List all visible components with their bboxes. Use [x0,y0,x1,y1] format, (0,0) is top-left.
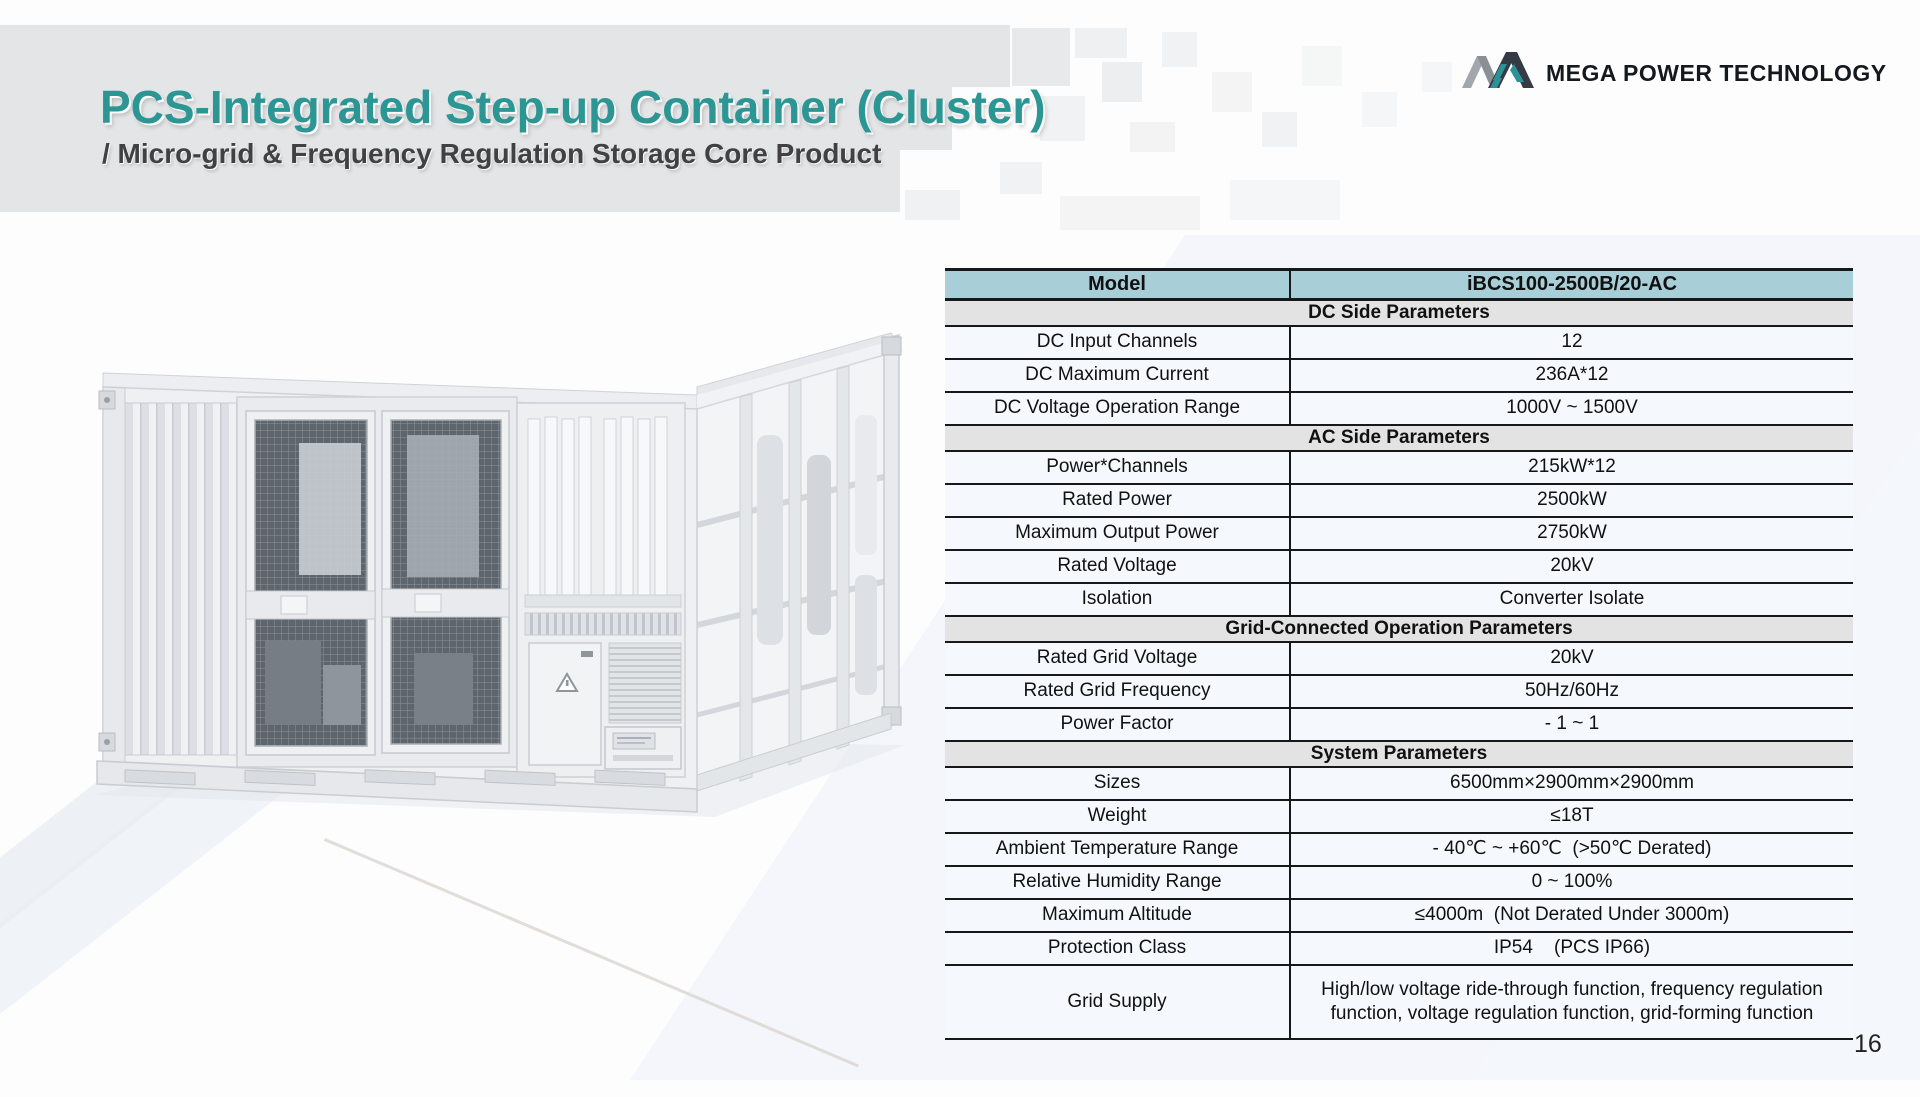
page-subtitle: / Micro-grid & Frequency Regulation Stor… [102,138,882,169]
brand-logo: MEGA POWER TECHNOLOGY [1462,50,1887,97]
table-row: Isolation Converter Isolate [945,581,1853,617]
pixel-square [1102,62,1142,102]
pixel-square [1230,180,1340,220]
pixel-square [1130,122,1175,152]
background-title-band [0,25,1010,212]
pixel-square [1040,96,1085,141]
pixel-square [1000,162,1042,194]
pixel-square [1060,196,1200,230]
page-title: PCS-Integrated Step-up Container (Cluste… [100,81,1046,133]
spec-table: Model iBCS100-2500B/20-AC DC Side Parame… [945,268,1853,1040]
brand-name: MEGA POWER TECHNOLOGY [1546,60,1887,86]
table-row: Maximum Output Power 2750kW [945,515,1853,551]
pixel-square [1362,92,1397,127]
section-ac: AC Side Parameters [945,423,1853,452]
table-row: Sizes 6500mm×2900mm×2900mm [945,765,1853,801]
section-grid: Grid-Connected Operation Parameters [945,614,1853,643]
pixel-square [1075,28,1127,58]
model-label: Model [945,268,1291,301]
table-row: Rated Grid Frequency 50Hz/60Hz [945,673,1853,709]
model-value: iBCS100-2500B/20-AC [1290,268,1853,301]
pixel-square [905,190,960,220]
pixel-square [1012,28,1070,86]
page-number: 16 [1854,1030,1882,1058]
table-row: Weight ≤18T [945,798,1853,834]
mountain-icon [1462,50,1536,97]
table-row: Power*Channels 215kW*12 [945,449,1853,485]
table-row: DC Input Channels 12 [945,324,1853,360]
table-row: Rated Grid Voltage 20kV [945,640,1853,676]
table-row: DC Maximum Current 236A*12 [945,357,1853,393]
pixel-square [1162,32,1197,67]
table-row: Rated Voltage 20kV [945,548,1853,584]
table-row: Maximum Altitude ≤4000m (Not Derated Und… [945,897,1853,933]
pixel-square [1262,112,1297,147]
table-row: Ambient Temperature Range - 40℃ ~ +60℃ (… [945,831,1853,867]
section-system: System Parameters [945,739,1853,768]
table-row-grid-supply: Grid Supply High/low voltage ride-throug… [945,963,1853,1040]
pixel-square [1302,46,1342,86]
table-header-row: Model iBCS100-2500B/20-AC [945,268,1853,301]
section-dc: DC Side Parameters [945,298,1853,327]
table-row: Power Factor - 1 ~ 1 [945,706,1853,742]
table-row: Rated Power 2500kW [945,482,1853,518]
pixel-square [1212,72,1252,112]
container-product-image [85,325,915,820]
pixel-square [1422,62,1452,92]
table-row: Protection Class IP54 (PCS IP66) [945,930,1853,966]
table-row: Relative Humidity Range 0 ~ 100% [945,864,1853,900]
table-row: DC Voltage Operation Range 1000V ~ 1500V [945,390,1853,426]
